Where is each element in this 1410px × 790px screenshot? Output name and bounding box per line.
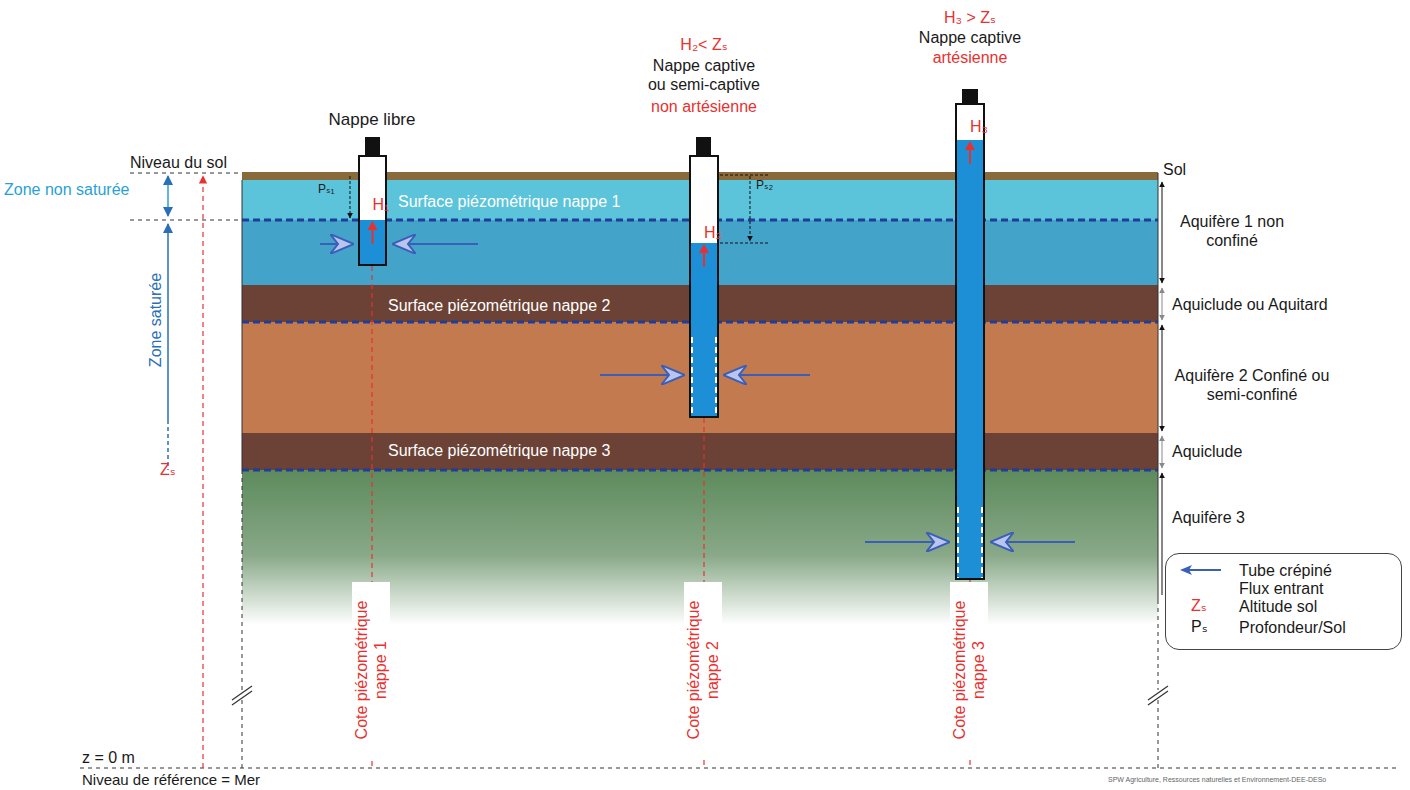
ground-label: Sol xyxy=(1163,160,1186,179)
artesian-condition: H₂< Zₛ xyxy=(680,35,727,54)
depth-label: Pₛ₁ xyxy=(318,182,335,196)
layer-label: Aquifère 2 Confiné ou semi-confiné xyxy=(1171,366,1333,404)
piezometric-head-label: Cote piézométrique nappe 1 xyxy=(352,582,390,758)
ground-level-label: Niveau du sol xyxy=(130,153,227,172)
head-symbol: H₁ xyxy=(373,197,390,213)
water-table-label: Surface piézométrique nappe 1 xyxy=(398,192,620,211)
water-table-label: Surface piézométrique nappe 3 xyxy=(388,441,610,460)
layer-label: Aquiclude ou Aquitard xyxy=(1172,295,1328,314)
tube-detail xyxy=(691,157,717,416)
well-type-label: Nappe captive ou semi-captive xyxy=(642,56,766,94)
datum-label: Niveau de référence = Mer xyxy=(82,771,260,789)
piezometric-head-label: Cote piézométrique nappe 3 xyxy=(950,582,988,758)
legend-symbol: Zₛ xyxy=(1191,596,1207,615)
legend-text: Flux entrant xyxy=(1239,579,1323,598)
well-type-label: Nappe captive xyxy=(919,28,1021,47)
altitude-symbol: Zₛ xyxy=(160,460,176,479)
piezometer-tube: H₃ xyxy=(955,103,985,580)
datum-label: z = 0 m xyxy=(82,748,135,767)
zone-label: Zone saturée xyxy=(146,225,165,415)
layer-label: Aquifère 1 non confiné xyxy=(1176,212,1288,250)
piezometric-head-label: Cote piézométrique nappe 2 xyxy=(684,582,722,758)
water-column xyxy=(691,243,717,416)
layer-label: Aquifère 3 xyxy=(1172,508,1245,527)
head-symbol: H₃ xyxy=(970,119,988,135)
legend-text: Altitude sol xyxy=(1239,597,1317,616)
legend-symbol: Pₛ xyxy=(1191,617,1208,636)
depth-label: Pₛ₂ xyxy=(756,178,773,192)
zone-label: Zone non saturée xyxy=(4,180,129,199)
head-symbol: H₂ xyxy=(704,225,722,241)
artesian-condition: H₃ > Zₛ xyxy=(944,8,996,27)
legend-text: Profondeur/Sol xyxy=(1239,618,1346,637)
layer-label: Aquiclude xyxy=(1172,442,1242,461)
water-table-label: Surface piézométrique nappe 2 xyxy=(388,296,610,315)
artesian-status: non artésienne xyxy=(651,97,757,116)
piezometer-tube: H₁ xyxy=(358,155,387,266)
legend-text: Tube crépiné xyxy=(1239,561,1332,580)
artesian-status: artésienne xyxy=(933,48,1008,67)
credit-note: SPW Agriculture, Ressources naturelles e… xyxy=(1108,776,1326,784)
water-column xyxy=(957,140,983,578)
piezometer-tube: H₂ xyxy=(689,155,719,418)
tube-detail xyxy=(957,105,983,578)
well-type-label: Nappe libre xyxy=(329,110,416,130)
